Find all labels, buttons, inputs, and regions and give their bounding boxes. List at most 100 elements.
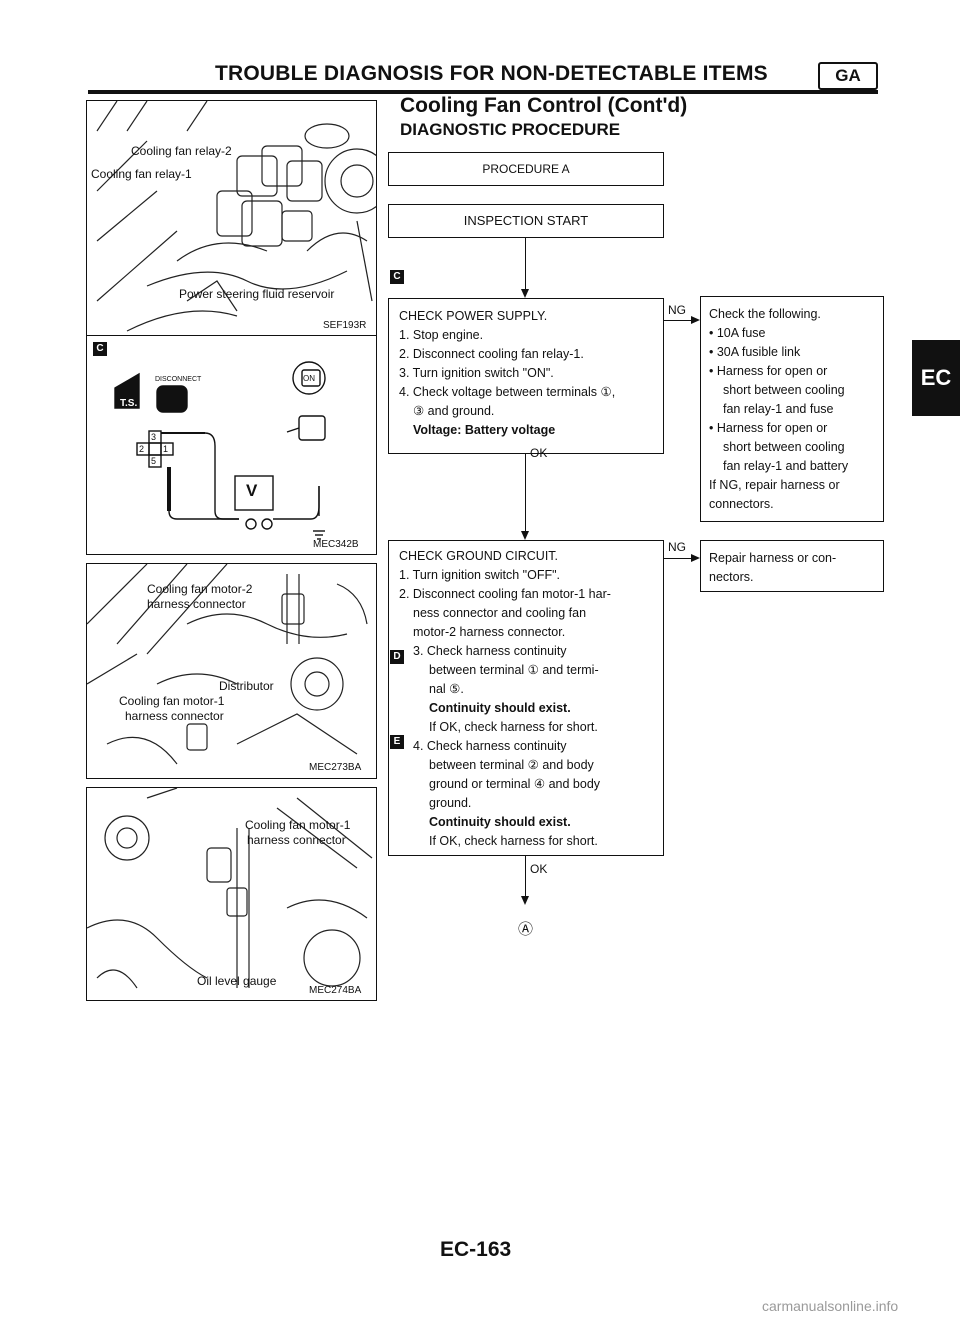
ng2-line: nectors. <box>709 570 754 584</box>
figure-code: MEC273BA <box>309 762 362 773</box>
step2-line: 2. Disconnect cooling fan motor-1 har- <box>399 587 611 601</box>
step1-line: 4. Check voltage between terminals ①, <box>399 385 616 399</box>
step2-line: 1. Turn ignition switch "OFF". <box>399 568 561 582</box>
step1-line: 2. Disconnect cooling fan relay-1. <box>399 347 584 361</box>
figure-code: SEF193R <box>323 320 367 331</box>
ng1-line: • Harness for open or <box>709 364 828 378</box>
ng1-line: fan relay-1 and battery <box>723 459 849 473</box>
page-subtitle: Cooling Fan Control (Cont'd) <box>400 94 688 117</box>
flow-connector <box>664 558 692 559</box>
ng1-line: short between cooling <box>723 440 845 454</box>
flow-connector <box>525 454 526 532</box>
pin-3: 3 <box>151 432 157 442</box>
step1-line: 1. Stop engine. <box>399 328 484 342</box>
engine-bay-illustration <box>96 101 376 332</box>
flow-arrow <box>521 531 529 540</box>
label-power-steering-reservoir: Power steering fluid reservoir <box>179 287 335 301</box>
step1-spec: Voltage: Battery voltage <box>413 423 556 437</box>
pin-5: 5 <box>151 456 157 466</box>
disconnect-label: DISCONNECT <box>155 376 202 383</box>
ng1-line: • 30A fusible link <box>709 345 801 359</box>
ok-label: OK <box>530 862 548 876</box>
pin-2: 2 <box>139 444 145 454</box>
section-side-tab: EC <box>912 340 960 416</box>
ng1-line: • Harness for open or <box>709 421 828 435</box>
voltmeter-icon: V <box>246 481 258 500</box>
check-ground-circuit-box: CHECK GROUND CIRCUIT. 1. Turn ignition s… <box>388 540 664 856</box>
procedure-label: PROCEDURE A <box>482 162 570 176</box>
ng1-line: If NG, repair harness or <box>709 478 840 492</box>
flow-connector <box>525 238 526 290</box>
ok-label: OK <box>530 446 548 460</box>
section-heading: DIAGNOSTIC PROCEDURE <box>400 120 621 139</box>
figure-motor-connectors: Cooling fan motor-2 harness connector Di… <box>86 563 377 779</box>
flow-arrow <box>691 316 700 324</box>
figure-relay-location: Cooling fan relay-2 Cooling fan relay-1 … <box>86 100 377 337</box>
step2-line: 4. Check harness continuity <box>413 739 567 753</box>
figure-code: MEC342B <box>313 539 359 550</box>
step2-line: motor-2 harness connector. <box>413 625 566 639</box>
step2-spec: Continuity should exist. <box>429 815 571 829</box>
label-distributor: Distributor <box>219 679 274 693</box>
flow-arrow <box>521 896 529 905</box>
step1-line: ③ and ground. <box>413 404 495 418</box>
pin-1: 1 <box>163 444 169 454</box>
step2-line: ground or terminal ④ and body <box>429 777 601 791</box>
step2-line: between terminal ② and body <box>429 758 594 772</box>
ng2-result-box: Repair harness or con- nectors. <box>700 540 884 592</box>
step-badge-e: E <box>390 735 404 749</box>
ng2-line: Repair harness or con- <box>709 551 837 565</box>
ng1-result-box: Check the following. • 10A fuse • 30A fu… <box>700 296 884 522</box>
step2-spec: Continuity should exist. <box>429 701 571 715</box>
header-rule <box>88 90 878 94</box>
label-harness-connector-1: harness connector <box>125 709 224 723</box>
inspection-start-box: INSPECTION START <box>388 204 664 238</box>
figure-voltage-check: C DISCONNECT T.S. ON 3 2 1 5 V MEC342B <box>86 335 377 555</box>
ng1-line: fan relay-1 and fuse <box>723 402 834 416</box>
step2-line: nal ⑤. <box>429 682 464 696</box>
ng1-line: • 10A fuse <box>709 326 766 340</box>
flow-connector <box>525 856 526 898</box>
oil-gauge-illustration <box>87 788 373 989</box>
ng-label: NG <box>668 303 686 317</box>
label-cooling-fan-relay-1: Cooling fan relay-1 <box>91 167 192 181</box>
ng1-line: Check the following. <box>709 307 821 321</box>
figure-oil-gauge-area: Cooling fan motor-1 harness connector Oi… <box>86 787 377 1001</box>
label-cooling-fan-relay-2: Cooling fan relay-2 <box>131 144 232 158</box>
label-cooling-fan-motor-2: Cooling fan motor-2 <box>147 582 253 596</box>
ignition-on-label: ON <box>303 374 315 383</box>
step2-title: CHECK GROUND CIRCUIT. <box>399 549 559 563</box>
label-harness-connector: harness connector <box>247 833 346 847</box>
label-cooling-fan-motor-1: Cooling fan motor-1 <box>245 818 351 832</box>
flow-arrow <box>521 289 529 298</box>
label-harness-connector-2: harness connector <box>147 597 246 611</box>
ng-label: NG <box>668 540 686 554</box>
motor-connector-illustration <box>87 564 368 765</box>
step-badge-d: D <box>390 650 404 664</box>
flow-connector <box>664 320 692 321</box>
ng1-line: connectors. <box>709 497 774 511</box>
procedure-box: PROCEDURE A <box>388 152 664 186</box>
flow-arrow <box>691 554 700 562</box>
step2-line: between terminal ① and termi- <box>429 663 599 677</box>
step1-line: 3. Turn ignition switch "ON". <box>399 366 554 380</box>
ts-label: T.S. <box>120 398 138 409</box>
figure-code: MEC274BA <box>309 985 362 996</box>
page-header-title: TROUBLE DIAGNOSIS FOR NON-DETECTABLE ITE… <box>215 62 768 85</box>
section-badge: GA <box>818 62 878 90</box>
step2-line: 3. Check harness continuity <box>413 644 567 658</box>
continue-marker-a: Ⓐ <box>518 921 534 938</box>
page-number: EC-163 <box>440 1238 512 1261</box>
step2-line: If OK, check harness for short. <box>429 720 598 734</box>
step1-line: CHECK POWER SUPPLY. <box>399 309 548 323</box>
inspection-start-label: INSPECTION START <box>463 213 589 228</box>
label-cooling-fan-motor-1: Cooling fan motor-1 <box>119 694 225 708</box>
watermark: carmanualsonline.info <box>762 1298 899 1314</box>
voltage-check-diagram <box>114 361 326 540</box>
check-power-supply-box: CHECK POWER SUPPLY. 1. Stop engine. 2. D… <box>388 298 664 454</box>
step-badge-c: C <box>93 342 107 356</box>
step2-line: ground. <box>429 796 472 810</box>
label-oil-level-gauge: Oil level gauge <box>197 974 277 988</box>
step2-line: ness connector and cooling fan <box>413 606 587 620</box>
step2-line: If OK, check harness for short. <box>429 834 598 848</box>
